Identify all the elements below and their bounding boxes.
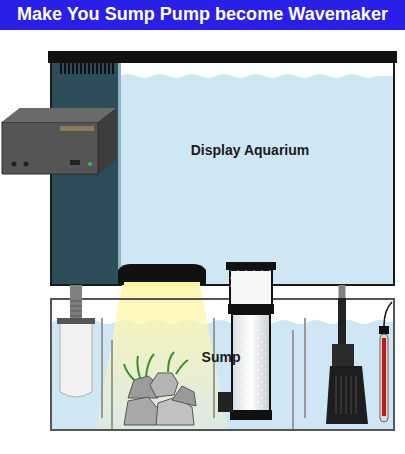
controller-badge <box>60 126 94 131</box>
pump-slot <box>350 376 352 414</box>
sump-plants-part <box>137 356 140 378</box>
wavemaker-controller-part <box>2 108 116 122</box>
return-pump-part <box>332 344 354 366</box>
sump-plants-part <box>146 354 154 376</box>
protein-skimmer-part <box>226 262 276 270</box>
return-pump-part <box>336 376 356 414</box>
sump-baffles-part <box>292 330 294 430</box>
protein-skimmer-part <box>228 304 274 314</box>
protein-skimmer-part <box>230 410 272 420</box>
sump-baffles-part <box>101 318 103 418</box>
live-rock-part <box>150 373 178 397</box>
pump-slot <box>355 376 357 414</box>
comb-tooth <box>112 62 114 74</box>
heater-part <box>382 338 386 416</box>
overflow-wall <box>118 62 121 285</box>
tank-glass <box>51 62 394 285</box>
comb-tooth <box>104 62 106 74</box>
comb-tooth <box>64 62 66 74</box>
wavemaker-controller-part <box>88 162 92 166</box>
comb-tooth <box>88 62 90 74</box>
sump-baffles <box>102 318 305 430</box>
wavemaker-controller-part <box>2 108 116 174</box>
heater <box>379 302 392 422</box>
sump-plants-part <box>176 360 188 374</box>
tank-label: Display Aquarium <box>191 142 310 158</box>
refugium-light-part <box>118 264 206 285</box>
live-rock-part <box>172 386 196 406</box>
return-pump <box>326 298 368 424</box>
sump-box: Sump <box>50 298 395 430</box>
heater-part <box>384 302 392 326</box>
plumbing-pipe <box>339 285 346 298</box>
pipe-ring <box>70 316 82 317</box>
plumbing-pipe <box>70 285 82 298</box>
comb-tooth <box>92 62 94 74</box>
overflow-comb <box>60 62 114 74</box>
pipe-ring <box>70 311 82 312</box>
heater-part <box>379 326 389 334</box>
page-title: Make You Sump Pump become Wavemaker <box>5 3 400 25</box>
heater-part <box>380 334 388 422</box>
tank-outline <box>51 62 394 285</box>
protein-skimmer-part <box>236 330 266 408</box>
protein-skimmer-part <box>218 392 232 412</box>
comb-tooth <box>80 62 82 74</box>
sump-tank-part <box>51 299 394 430</box>
comb-tooth <box>100 62 102 74</box>
pump-slot <box>345 376 347 414</box>
tank-label: Sump <box>202 349 241 365</box>
comb-tooth <box>96 62 98 74</box>
protein-skimmer-part <box>230 270 272 288</box>
display-water <box>120 74 394 285</box>
sump-plants-part <box>168 352 174 372</box>
live-rock-part <box>124 397 160 425</box>
protein-skimmer-part <box>230 270 272 306</box>
refugium-light-part <box>124 282 200 286</box>
pump-slot <box>340 376 342 414</box>
live-rock <box>124 373 196 425</box>
sump-baffles-part <box>213 318 215 418</box>
drain-pipe <box>57 298 95 397</box>
sock-ring <box>57 318 95 324</box>
sump-outline <box>51 299 394 430</box>
wavemaker-controller-part <box>2 122 98 174</box>
wavemaker-controller <box>2 108 116 174</box>
comb-tooth <box>72 62 74 74</box>
return-pump-part <box>326 366 368 424</box>
display-aquarium-box: Display Aquarium <box>50 55 395 285</box>
pipe-ring <box>70 306 82 307</box>
comb-tooth <box>76 62 78 74</box>
pipe-ring <box>70 301 82 302</box>
sump-baffles-part <box>111 340 113 430</box>
wavemaker-controller-part <box>24 162 29 167</box>
sump-plants-part <box>124 364 134 380</box>
comb-tooth <box>60 62 62 74</box>
tank-top-bar <box>48 51 397 63</box>
comb-tooth <box>84 62 86 74</box>
comb-tooth <box>108 62 110 74</box>
pump-slot <box>335 376 337 414</box>
sump-plants <box>124 352 188 380</box>
comb-tooth <box>68 62 70 74</box>
sump-baffles-part <box>304 318 306 418</box>
wavemaker-controller-part <box>70 160 80 165</box>
refugium-light <box>118 264 206 286</box>
return-pump-part <box>338 298 346 346</box>
sump-tank <box>51 285 394 430</box>
filter-sock <box>60 322 92 397</box>
protein-skimmer <box>218 262 276 420</box>
wavemaker-controller-part <box>12 162 17 167</box>
